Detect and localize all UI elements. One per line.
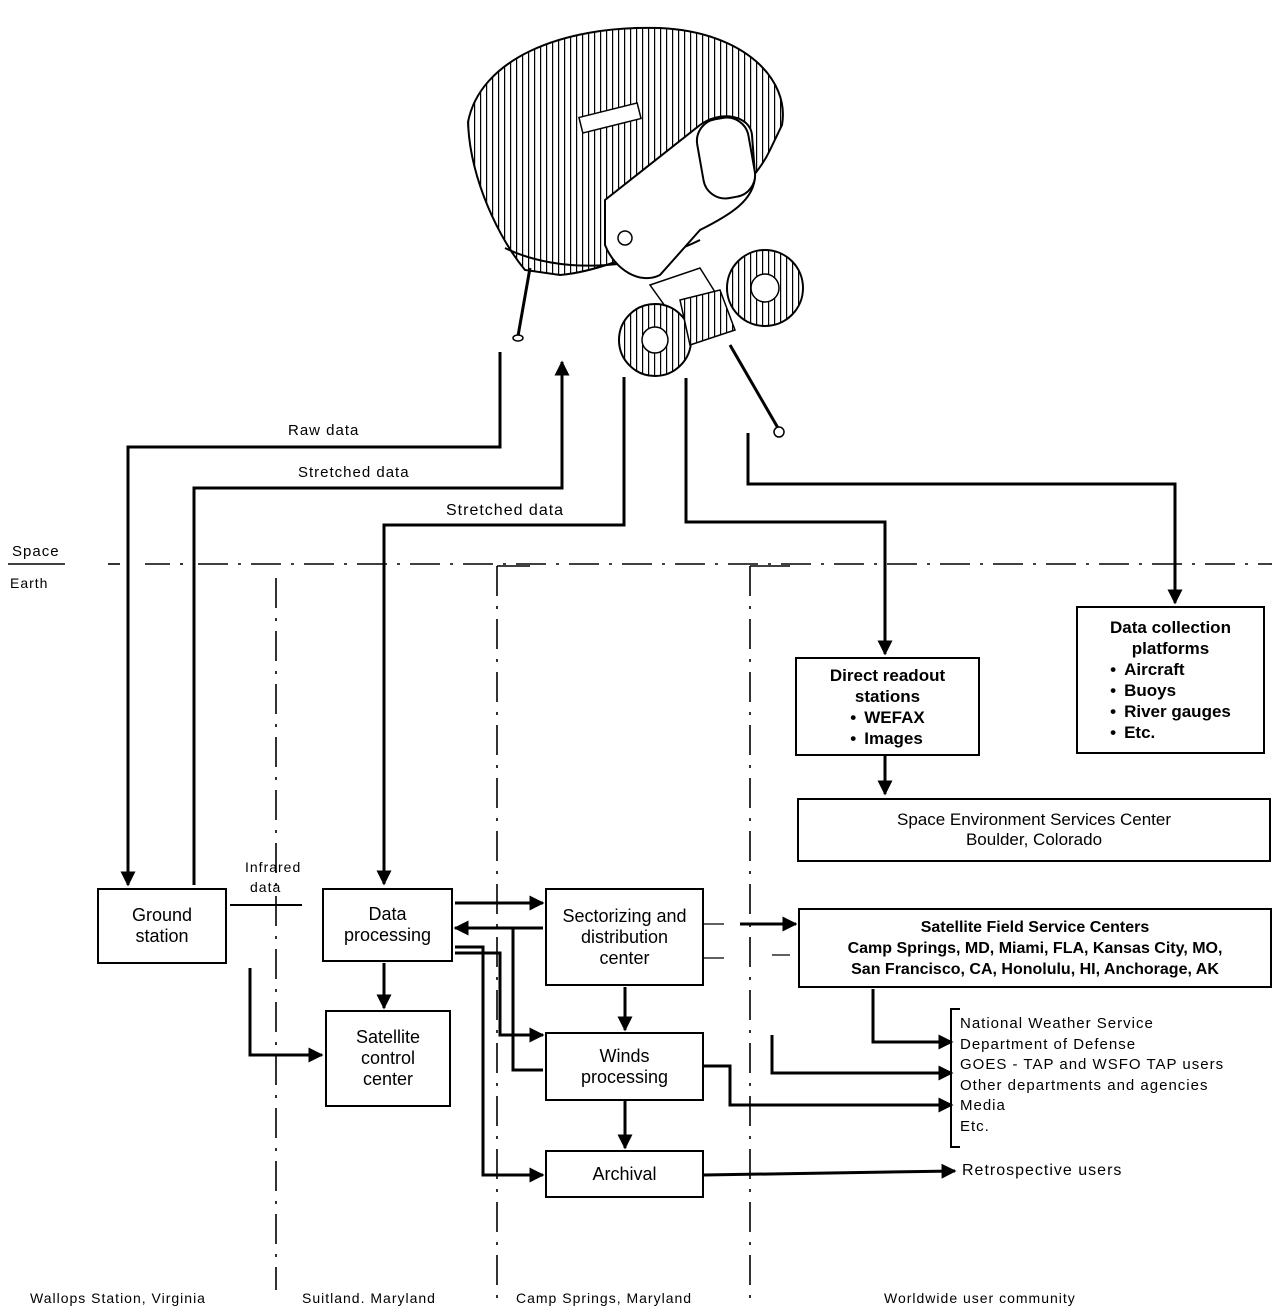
user-item: GOES - TAP and WSFO TAP users xyxy=(960,1056,1225,1073)
arrow-winds-to-users xyxy=(704,1064,954,1113)
user-item: Media xyxy=(960,1097,1006,1114)
field-service-box: Satellite Field Service Centers Camp Spr… xyxy=(798,908,1272,988)
user-item: Other departments and agencies xyxy=(960,1076,1209,1094)
data-collection-item: Etc. xyxy=(1110,722,1231,743)
archival-box: Archival xyxy=(545,1150,704,1198)
space-environment-line1: Space Environment Services Center xyxy=(896,810,1172,829)
data-processing-label: Data processing xyxy=(343,904,432,945)
arrow-to-control xyxy=(248,968,324,1063)
retrospective-users-label: Retrospective users xyxy=(962,1162,1123,1179)
satellite-antenna-right xyxy=(728,344,780,429)
data-collection-item: River gauges xyxy=(1110,701,1231,722)
arrow-to-data-collection xyxy=(746,433,1183,605)
arrow-dp-to-winds xyxy=(455,951,545,1043)
winds-processing-label: Winds processing xyxy=(580,1045,669,1087)
field-service-line1: Camp Springs, MD, Miami, FLA, Kansas Cit… xyxy=(847,939,1223,957)
data-collection-box: Data collection platforms Aircraft Buoys… xyxy=(1076,606,1265,754)
direct-readout-title: Direct readout stations xyxy=(829,665,946,706)
arrow-archival-to-retro xyxy=(703,1163,957,1179)
location-worldwide: Worldwide user community xyxy=(884,1290,1076,1306)
users-list: National Weather Service Department of D… xyxy=(960,1014,1224,1137)
sectorizing-label: Sectorizing and distribution center xyxy=(562,905,687,968)
winds-processing-box: Winds processing xyxy=(545,1032,704,1101)
arrow-side-to-users xyxy=(770,1035,954,1081)
data-collection-list: Aircraft Buoys River gauges Etc. xyxy=(1110,659,1231,743)
arrow-field-to-users xyxy=(871,989,954,1050)
space-environment-line2: Boulder, Colorado xyxy=(965,830,1103,849)
location-dividers xyxy=(275,565,790,1300)
satellite-antenna-left xyxy=(516,267,532,337)
arrow-stretched-up xyxy=(192,360,570,885)
infrared-label: Infrared xyxy=(245,859,302,875)
direct-readout-list: WEFAX Images xyxy=(850,707,924,749)
direct-readout-box: Direct readout stations WEFAX Images xyxy=(795,657,980,756)
user-item: Etc. xyxy=(960,1117,990,1135)
data-collection-item: Buoys xyxy=(1110,680,1231,701)
satellite-control-label: Satellite control center xyxy=(355,1027,421,1089)
arrow-to-direct-readout xyxy=(684,378,893,656)
space-environment-box: Space Environment Services Center Boulde… xyxy=(797,798,1271,862)
location-wallops: Wallops Station, Virginia xyxy=(30,1290,206,1306)
direct-readout-item: WEFAX xyxy=(850,707,924,728)
archival-label: Archival xyxy=(592,1163,657,1184)
location-camp-springs: Camp Springs, Maryland xyxy=(516,1290,693,1306)
flow-lines xyxy=(120,352,1183,1183)
arrow-raw-data xyxy=(120,352,502,887)
satellite-panel xyxy=(578,102,642,134)
stretched-data-up-label: Stretched data xyxy=(298,464,410,481)
users-bracket xyxy=(950,1008,960,1148)
ground-station-label: Ground station xyxy=(131,905,193,946)
field-service-title: Satellite Field Service Centers xyxy=(920,918,1150,936)
data-collection-title: Data collection platforms xyxy=(1110,618,1231,658)
raw-data-label: Raw data xyxy=(288,422,360,439)
arrow-stretched-down xyxy=(376,377,626,886)
direct-readout-item: Images xyxy=(850,728,924,749)
satellite-illustration xyxy=(466,26,804,438)
ground-station-box: Ground station xyxy=(97,888,227,964)
arrow-winds-to-dp xyxy=(511,928,543,1072)
satellite-control-box: Satellite control center xyxy=(325,1010,451,1107)
arrow-dp-to-archival xyxy=(455,945,545,1183)
user-item: National Weather Service xyxy=(960,1015,1154,1032)
data-collection-item: Aircraft xyxy=(1110,659,1231,680)
data-processing-box: Data processing xyxy=(322,888,453,962)
location-suitland: Suitland. Maryland xyxy=(302,1290,436,1306)
satellite-sensor-window xyxy=(695,116,757,200)
stretched-data-down-label: Stretched data xyxy=(446,502,565,519)
earth-label: Earth xyxy=(10,575,49,591)
infrared-data-label: data xyxy=(250,879,282,895)
field-service-line2: San Francisco, CA, Honolulu, HI, Anchora… xyxy=(851,960,1219,978)
user-item: Department of Defense xyxy=(960,1035,1137,1053)
space-label: Space xyxy=(12,543,60,560)
sectorizing-box: Sectorizing and distribution center xyxy=(545,888,704,986)
